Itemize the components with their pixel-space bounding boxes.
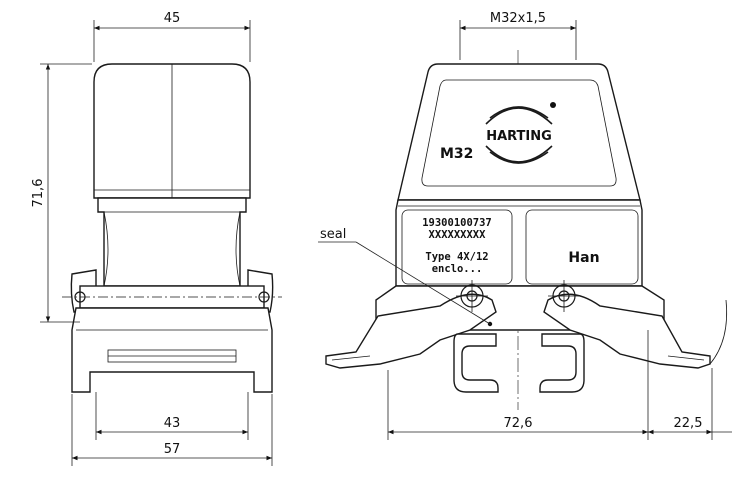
dim-height: 71,6 [31, 179, 46, 208]
dim-inner-width: 43 [164, 416, 181, 431]
front-view-label-plate [421, 79, 617, 187]
front-view-han-panel [525, 209, 639, 285]
seal-label: seal [320, 227, 346, 242]
dim-top-width: 45 [164, 11, 181, 26]
dim-thread: M32x1,5 [490, 11, 546, 26]
front-view-dimensions: M32x1,5 72,6 22,5 [387, 11, 732, 440]
thread-marking: M32 [440, 146, 473, 162]
side-view [62, 63, 282, 393]
side-view-dimensions: 45 71,6 43 57 [31, 11, 273, 466]
seal-callout: seal [318, 227, 491, 325]
front-view-hook-right [539, 333, 585, 393]
enclosure-text: enclo... [432, 263, 483, 275]
code-placeholder: XXXXXXXXX [429, 229, 487, 241]
dim-outer-width: 57 [164, 442, 181, 457]
brand-name: HARTING [486, 129, 552, 144]
harting-logo: HARTING [485, 106, 553, 164]
front-view [325, 50, 727, 410]
han-label: Han [568, 250, 599, 266]
type-rating: Type 4X/12 [425, 251, 488, 263]
dim-lever-offset: 22,5 [674, 416, 703, 431]
side-view-waist [97, 197, 247, 287]
front-view-lever-swing [709, 299, 727, 365]
front-view-hook-left [453, 333, 499, 393]
part-number: 19300100737 [422, 217, 492, 229]
marking-text: 19300100737 XXXXXXXXX Type 4X/12 enclo..… [422, 217, 599, 275]
front-view-marking-panel [401, 209, 513, 285]
dim-body-width: 72,6 [504, 416, 533, 431]
